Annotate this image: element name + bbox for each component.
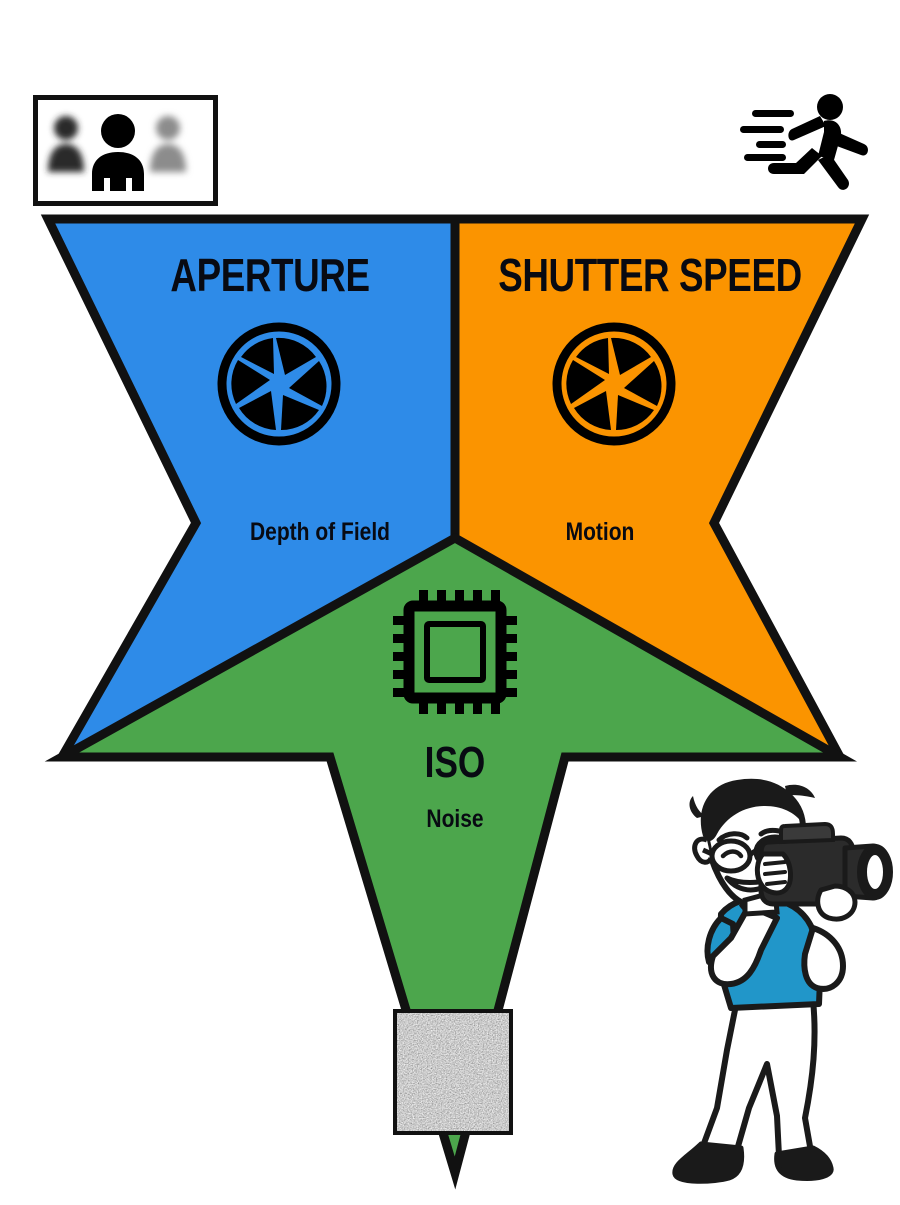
person-sharp-center: [92, 114, 144, 191]
photographer-shoes: [672, 1141, 834, 1184]
iso-noise-texture: [397, 1013, 509, 1131]
aperture-blades-icon-aperture: [217, 322, 341, 446]
running-person-motion-icon-wrap: [738, 88, 878, 200]
person-blurred-left: [48, 116, 84, 172]
segment-shape-iso[interactable]: [44, 532, 858, 1190]
photographer-left-arm: [708, 903, 780, 988]
microchip-icon-iso: [393, 590, 517, 714]
running-person-motion-icon: [740, 94, 868, 190]
dslr-camera: [754, 821, 893, 922]
photographer-legs: [700, 997, 818, 1159]
people-depth-of-field-thumbnail: [33, 95, 218, 206]
iso-noise-swatch: [393, 1009, 513, 1135]
runner-body: [768, 94, 868, 190]
photographer-right-arm: [801, 925, 846, 992]
cartoon-photographer: [672, 778, 893, 1184]
people-depth-of-field-icon: [38, 100, 203, 191]
speed-lines-icon: [740, 110, 794, 161]
person-blurred-right: [150, 116, 186, 172]
aperture-blades-icon-shutter-speed: [552, 322, 676, 446]
